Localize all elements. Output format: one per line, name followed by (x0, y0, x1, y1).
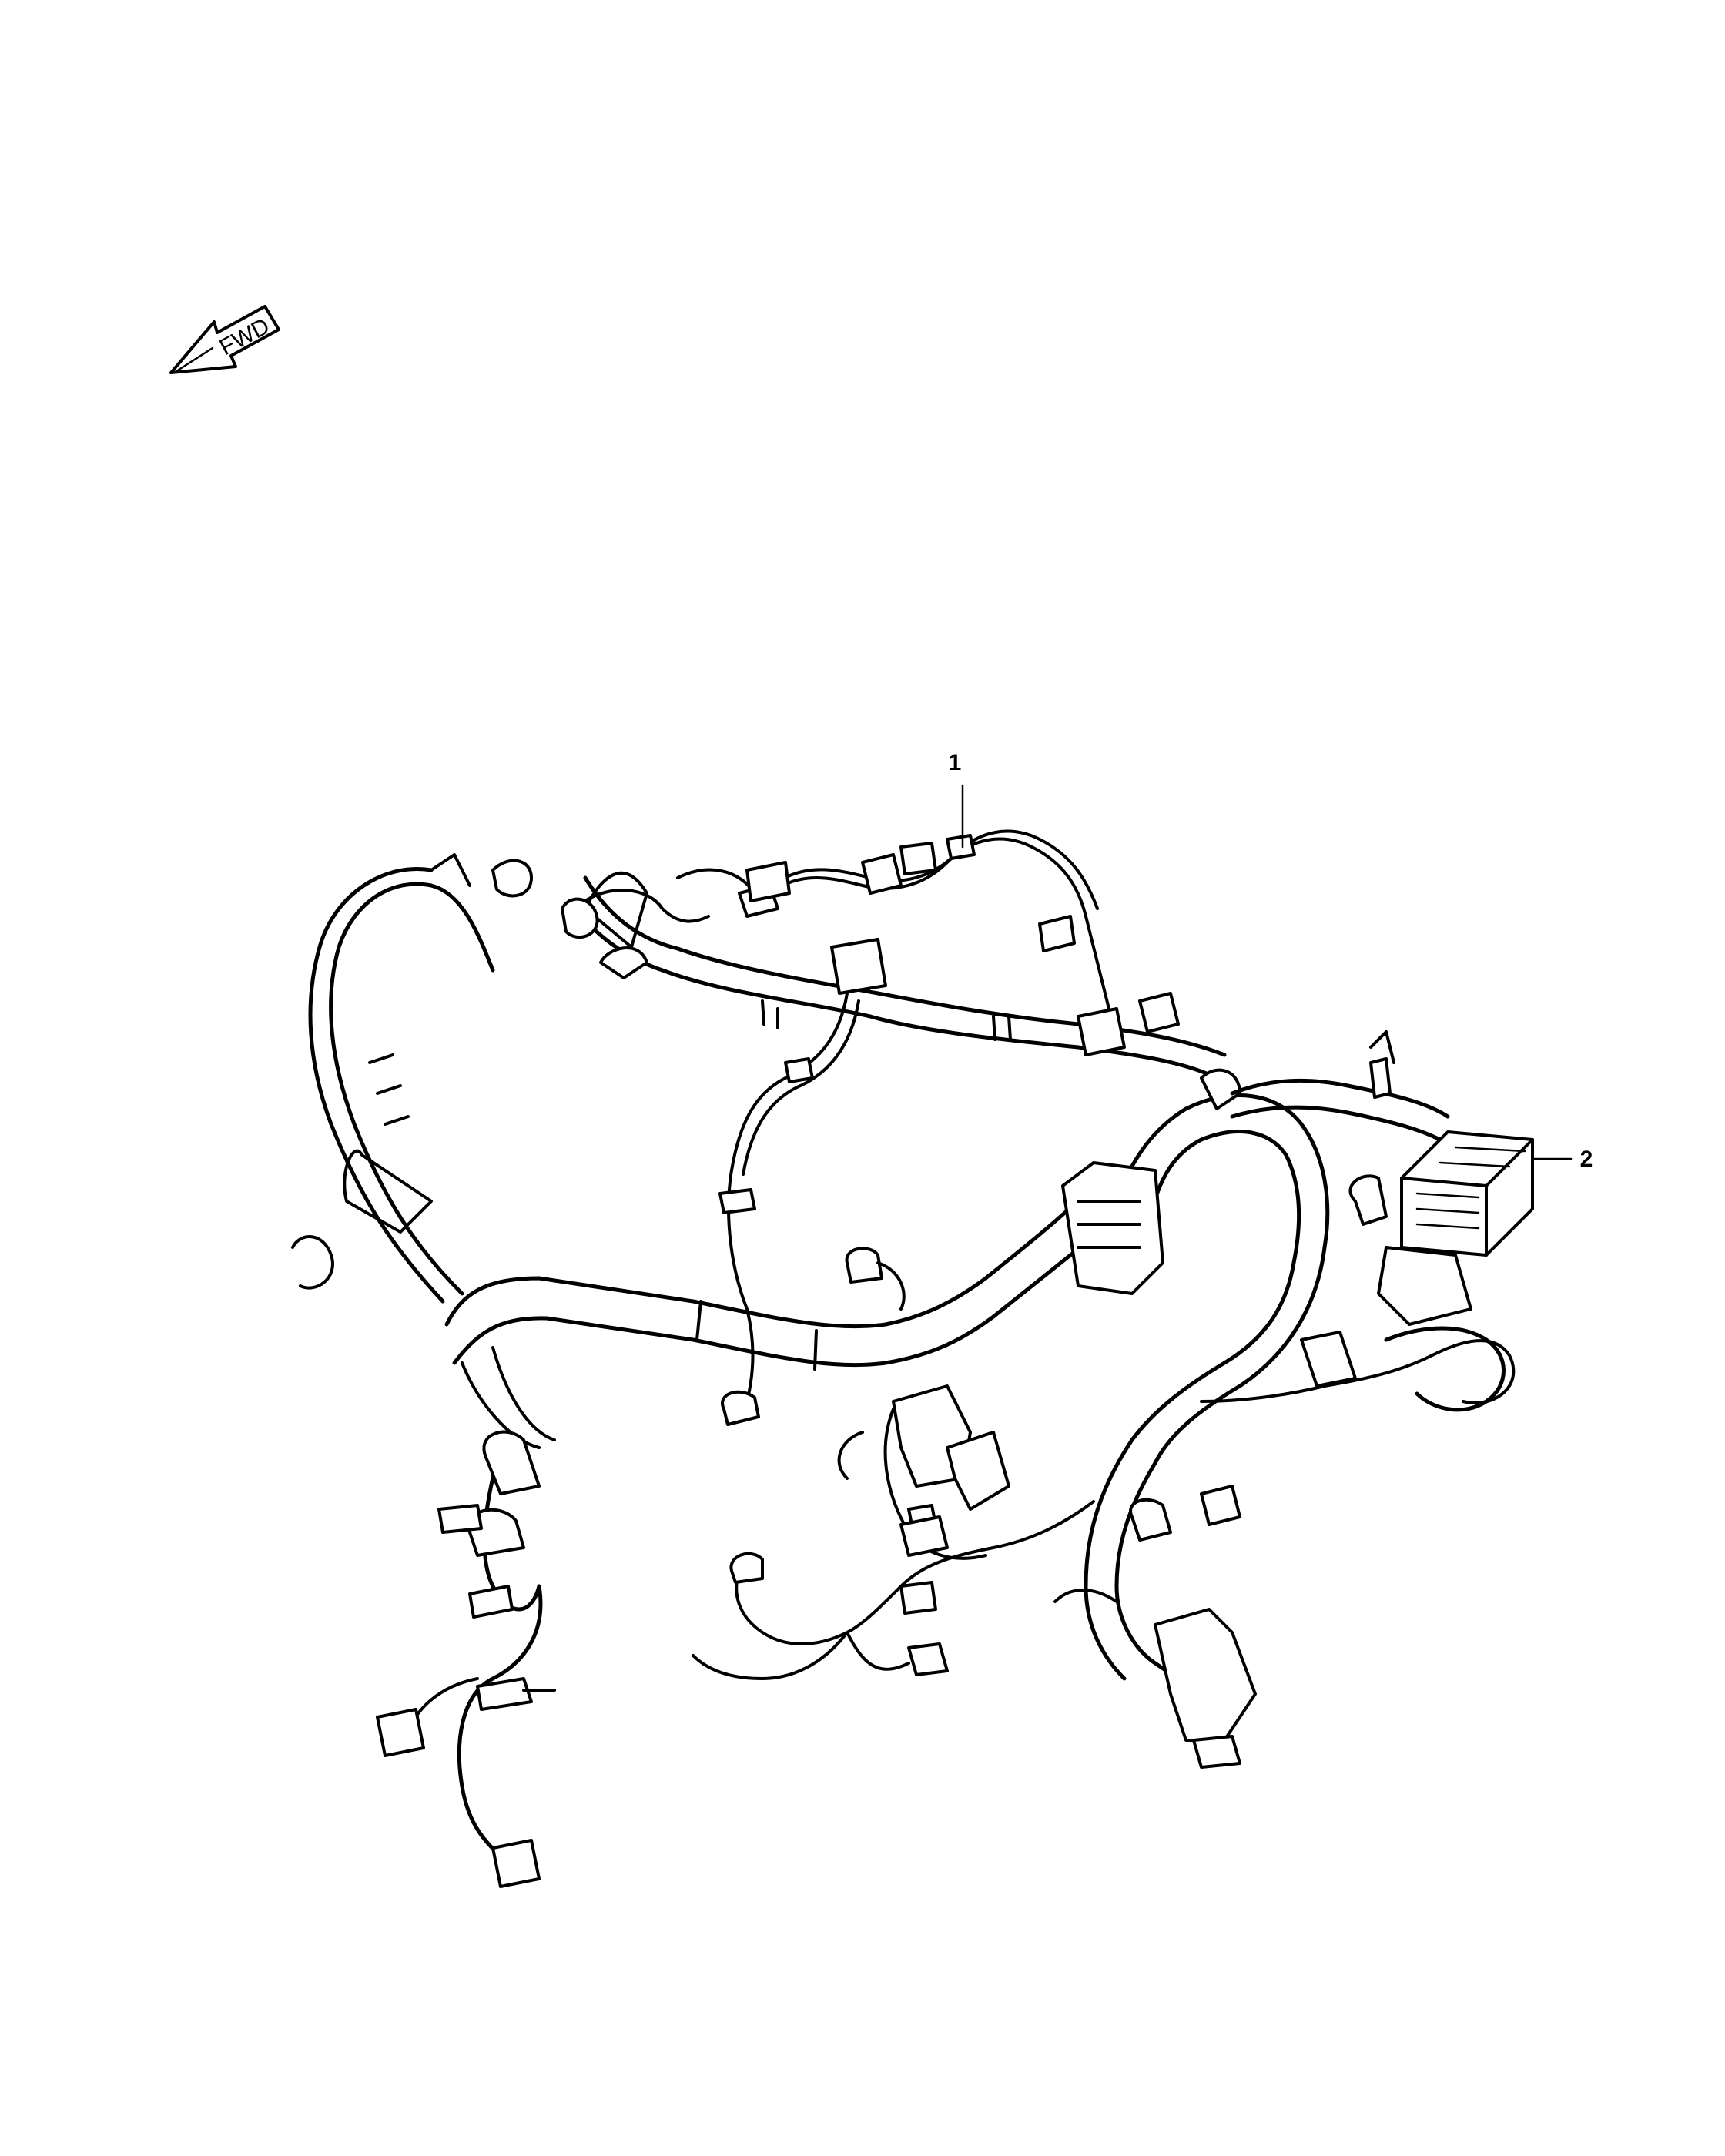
callout-2-label: 2 (1580, 1147, 1593, 1172)
callout-1-label: 1 (949, 750, 962, 775)
upper-branch (561, 868, 1227, 1080)
center-drop-wire (718, 992, 860, 1426)
left-hoop-bracket (291, 853, 533, 1304)
fwd-arrow-icon: FWD (169, 305, 280, 374)
center-connector-cluster (837, 1247, 1010, 1560)
top-loop (745, 829, 1110, 1010)
lower-left-branch (376, 1430, 556, 1888)
callout-2: 2 (1531, 1147, 1593, 1172)
control-module-connector (1348, 1030, 1534, 1326)
main-trunk (444, 1183, 1111, 1449)
bottom-branch (692, 1500, 1095, 1680)
lower-right-branch (1053, 1326, 1516, 1769)
callout-1: 1 (949, 750, 964, 849)
right-loop (1061, 1068, 1450, 1465)
